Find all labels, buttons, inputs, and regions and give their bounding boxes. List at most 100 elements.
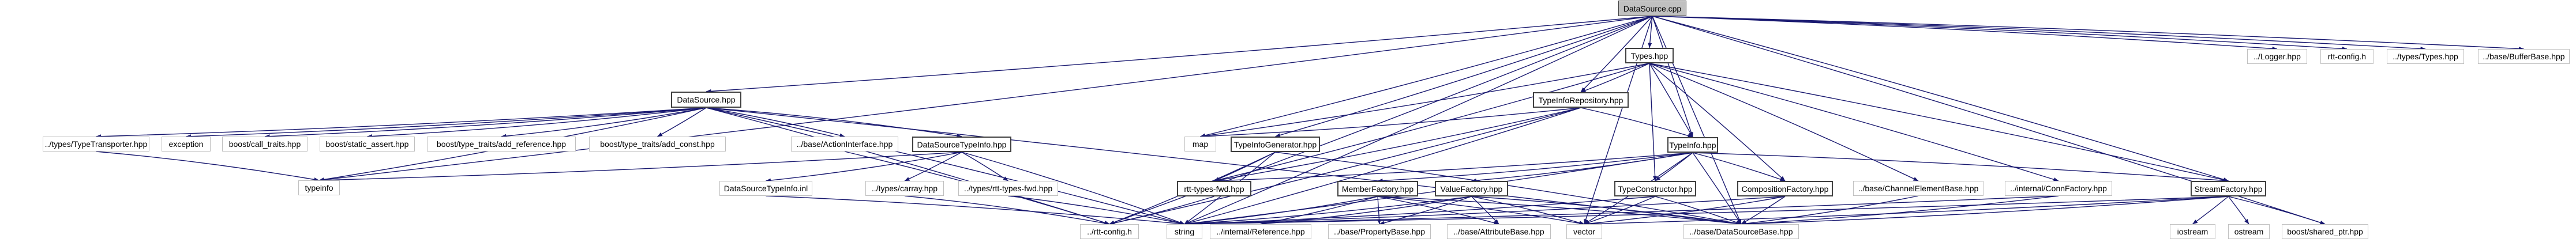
graph-node[interactable]: DataSource.hpp: [671, 92, 741, 108]
graph-edge: [1184, 196, 1378, 226]
graph-node-label: DataSource.cpp: [1623, 3, 1682, 13]
graph-node[interactable]: boost/static_assert.hpp: [320, 137, 415, 152]
graph-edge: [657, 107, 707, 137]
graph-node-label: ../Logger.hpp: [2253, 52, 2301, 61]
graph-node[interactable]: ostream: [2228, 224, 2270, 239]
graph-edge: [706, 16, 1653, 93]
graph-edge: [2228, 196, 2249, 225]
graph-edge: [318, 152, 962, 183]
graph-node-label: DataSource.hpp: [677, 95, 736, 104]
graph-node-label: Types.hpp: [1630, 51, 1668, 60]
graph-node[interactable]: ../base/ChannelElementBase.hpp: [1853, 181, 1983, 196]
graph-edge: [1692, 152, 1742, 225]
graph-node[interactable]: ../base/AttributeBase.hpp: [1447, 224, 1551, 239]
graph-node[interactable]: ../types/TypeTransporter.hpp: [43, 137, 149, 152]
graph-node-label: ../types/Types.hpp: [2393, 52, 2458, 61]
graph-node[interactable]: ../internal/Reference.hpp: [1210, 224, 1311, 239]
graph-edge: [1377, 196, 1585, 225]
graph-node[interactable]: ../internal/ConnFactory.hpp: [2005, 181, 2112, 196]
graph-node-label: ../base/ChannelElementBase.hpp: [1858, 184, 1979, 193]
graph-edge: [1379, 196, 1472, 225]
graph-node[interactable]: DataSource.cpp: [1618, 1, 1686, 16]
graph-edge: [96, 151, 320, 182]
graph-node-label: boost/type_traits/add_reference.hpp: [436, 139, 567, 149]
graph-edge: [706, 107, 1742, 226]
graph-node[interactable]: string: [1167, 224, 1202, 239]
graph-node[interactable]: vector: [1566, 224, 1602, 239]
graph-edge: [706, 107, 845, 138]
graph-node[interactable]: DataSourceTypeInfo.hpp: [912, 137, 1011, 152]
graph-edge: [1692, 152, 2229, 183]
graph-node[interactable]: StreamFactory.hpp: [2191, 181, 2266, 196]
graph-edge: [1580, 63, 1650, 93]
graph-node[interactable]: map: [1184, 137, 1216, 152]
graph-edge: [1260, 196, 1472, 226]
graph-edge: [1741, 195, 1919, 226]
graph-node[interactable]: TypeInfoGenerator.hpp: [1231, 137, 1320, 152]
graph-node[interactable]: boost/type_traits/add_reference.hpp: [427, 137, 576, 152]
graph-edge: [1649, 63, 2059, 181]
graph-node-label: ../base/ActionInterface.hpp: [796, 139, 893, 149]
graph-edge: [1741, 196, 1786, 225]
graph-node[interactable]: ../types/carray.hpp: [865, 181, 944, 196]
graph-node[interactable]: TypeConstructor.hpp: [1614, 181, 1696, 196]
graph-edge: [1584, 196, 2229, 226]
graph-edge: [264, 107, 707, 139]
graph-node[interactable]: rtt-types-fwd.hpp: [1177, 181, 1251, 196]
graph-edge: [1377, 152, 1693, 183]
graph-node[interactable]: TypeInfoRepository.hpp: [1533, 92, 1629, 108]
graph-node-label: map: [1192, 139, 1209, 149]
graph-edge: [1184, 196, 2229, 226]
graph-edge: [706, 107, 1110, 225]
graph-node[interactable]: ../types/Types.hpp: [2387, 49, 2464, 64]
graph-edge: [1652, 16, 2524, 51]
graph-edge: [706, 107, 1185, 225]
graph-node-label: boost/type_traits/add_const.hpp: [600, 139, 715, 149]
graph-node[interactable]: MemberFactory.hpp: [1337, 181, 1418, 196]
graph-edge: [1471, 196, 1499, 225]
graph-node-label: ../base/PropertyBase.hpp: [1334, 227, 1425, 236]
graph-node[interactable]: ../base/BufferBase.hpp: [2478, 49, 2570, 64]
graph-edge: [1008, 195, 1185, 225]
graph-node[interactable]: exception: [162, 137, 211, 152]
graph-node[interactable]: ../base/DataSourceBase.hpp: [1683, 224, 1799, 239]
graph-node-label: ../base/AttributeBase.hpp: [1453, 227, 1544, 236]
graph-node-label: ostream: [2234, 227, 2264, 236]
graph-edge: [706, 107, 962, 138]
graph-edge: [1652, 16, 2426, 51]
graph-edge: [501, 107, 707, 138]
graph-edge: [367, 107, 707, 139]
graph-edge: [1377, 196, 1742, 226]
graph-edge: [1692, 152, 1786, 181]
graph-node[interactable]: boost/type_traits/add_const.hpp: [589, 137, 726, 152]
graph-node[interactable]: iostream: [2170, 224, 2215, 239]
graph-edge: [1584, 196, 1786, 226]
graph-node[interactable]: ../base/PropertyBase.hpp: [1328, 224, 1431, 239]
graph-node[interactable]: DataSourceTypeInfo.inl: [719, 181, 812, 196]
graph-node-label: ../types/carray.hpp: [871, 184, 938, 193]
graph-node-label: boost/shared_ptr.hpp: [2287, 227, 2363, 236]
graph-edge: [1184, 196, 1472, 226]
graph-edge: [2228, 196, 2326, 225]
graph-node[interactable]: ValueFactory.hpp: [1435, 181, 1508, 196]
graph-node[interactable]: CompositionFactory.hpp: [1737, 181, 1833, 196]
graph-edge: [1184, 196, 1786, 226]
graph-node[interactable]: boost/shared_ptr.hpp: [2282, 224, 2368, 239]
graph-edge: [1184, 196, 1656, 226]
graph-node[interactable]: ../rtt-config.h: [1080, 224, 1139, 239]
graph-node[interactable]: rtt-config.h: [2320, 49, 2373, 64]
graph-node-label: StreamFactory.hpp: [2194, 184, 2263, 194]
graph-edge: [1471, 196, 1585, 225]
graph-node[interactable]: ../base/ActionInterface.hpp: [791, 137, 898, 152]
graph-node[interactable]: TypeInfo.hpp: [1667, 137, 1718, 153]
graph-edge: [1260, 196, 1378, 225]
graph-node-label: ../internal/ConnFactory.hpp: [2010, 184, 2107, 193]
graph-node[interactable]: typeinfo: [298, 180, 340, 195]
graph-node[interactable]: Types.hpp: [1625, 48, 1674, 63]
graph-node-label: exception: [168, 139, 204, 149]
graph-edge: [1109, 196, 1214, 225]
graph-node[interactable]: ../Logger.hpp: [2247, 49, 2307, 64]
graph-node[interactable]: boost/call_traits.hpp: [222, 137, 308, 152]
graph-node[interactable]: ../types/rtt-types-fwd.hpp: [958, 181, 1058, 196]
graph-node-label: ValueFactory.hpp: [1440, 184, 1503, 194]
